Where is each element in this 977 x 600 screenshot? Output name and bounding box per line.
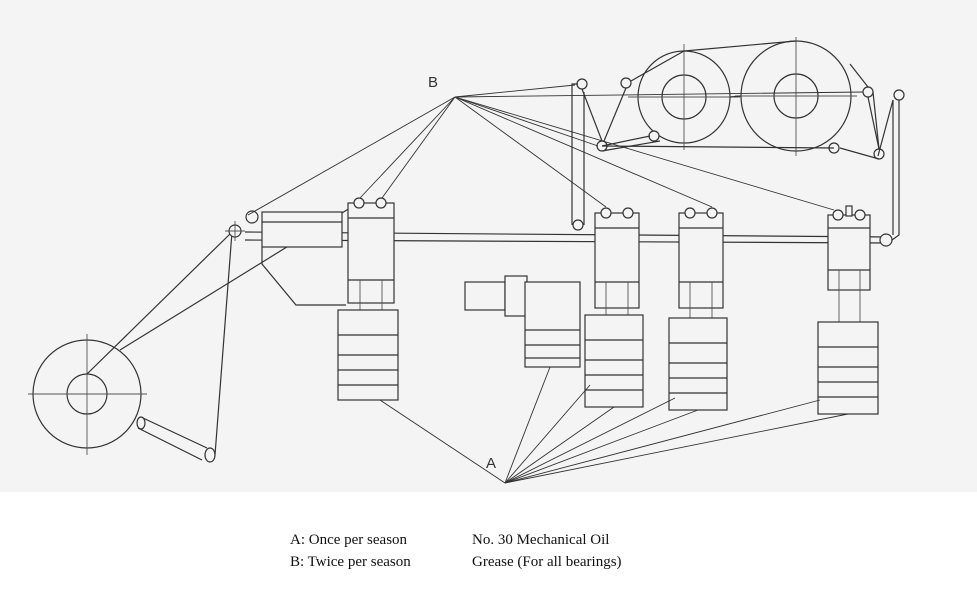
left-guide-roller — [136, 416, 216, 463]
legend-key-b: B: Twice per season — [290, 554, 411, 570]
machine-drawing: B A — [0, 0, 977, 492]
rewind-guides — [571, 50, 905, 247]
label-b: B — [428, 74, 438, 91]
lubrication-legend: A: Once per season No. 30 Mechanical Oil… — [290, 529, 622, 573]
press-unit-3 — [668, 207, 728, 411]
press-unit-2 — [584, 207, 644, 408]
lubrication-schematic: B A — [28, 37, 905, 484]
press-unit-1 — [337, 197, 399, 401]
web-path — [86, 207, 891, 456]
legend-row-b: B: Twice per season Grease (For all bear… — [290, 551, 622, 573]
label-a: A — [486, 455, 496, 472]
leaders-b — [247, 84, 864, 216]
legend-row-a: A: Once per season No. 30 Mechanical Oil — [290, 529, 622, 551]
legend-value-b: Grease (For all bearings) — [472, 554, 622, 570]
legend-value-a: No. 30 Mechanical Oil — [472, 532, 610, 548]
leaders-a — [379, 366, 849, 484]
press-unit-4 — [817, 205, 879, 415]
left-reel — [28, 334, 147, 455]
drive-motor — [464, 275, 581, 368]
rewind-reels — [628, 37, 857, 156]
left-frame — [225, 210, 346, 306]
legend-key-a: A: Once per season — [290, 532, 408, 548]
